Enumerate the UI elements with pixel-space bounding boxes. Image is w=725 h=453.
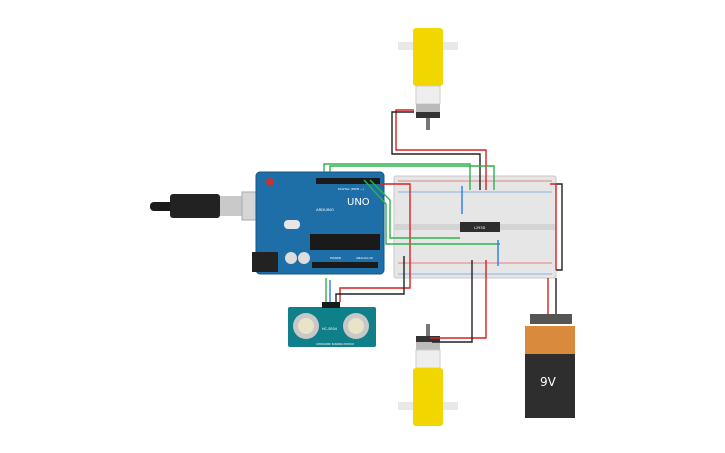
digital-header-label: DIGITAL (PWM ~) bbox=[338, 187, 364, 191]
sensor-label: HC-SR04 bbox=[322, 327, 337, 331]
sensor-footer-label: ULTRASONIC RANGING MODULE bbox=[316, 343, 355, 346]
top-dc-motor bbox=[398, 28, 458, 130]
breadboard: L293D bbox=[393, 175, 557, 279]
battery-9v: 9V bbox=[525, 314, 575, 418]
ultrasonic-sensor: HC-SR04 ULTRASONIC RANGING MODULE bbox=[288, 302, 376, 347]
board-brand-label: UNO bbox=[347, 197, 370, 208]
wires bbox=[323, 109, 563, 343]
bottom-dc-motor bbox=[398, 324, 458, 426]
arduino-uno-board: UNO ARDUINO DIGITAL (PWM ~) POWER ANALOG… bbox=[252, 171, 385, 275]
power-header-label: POWER bbox=[330, 256, 341, 260]
driver-chip-label: L293D bbox=[474, 226, 486, 230]
analog-header-label: ANALOG IN bbox=[356, 256, 373, 260]
board-sub-label: ARDUINO bbox=[316, 207, 334, 212]
battery-label: 9V bbox=[540, 375, 557, 389]
